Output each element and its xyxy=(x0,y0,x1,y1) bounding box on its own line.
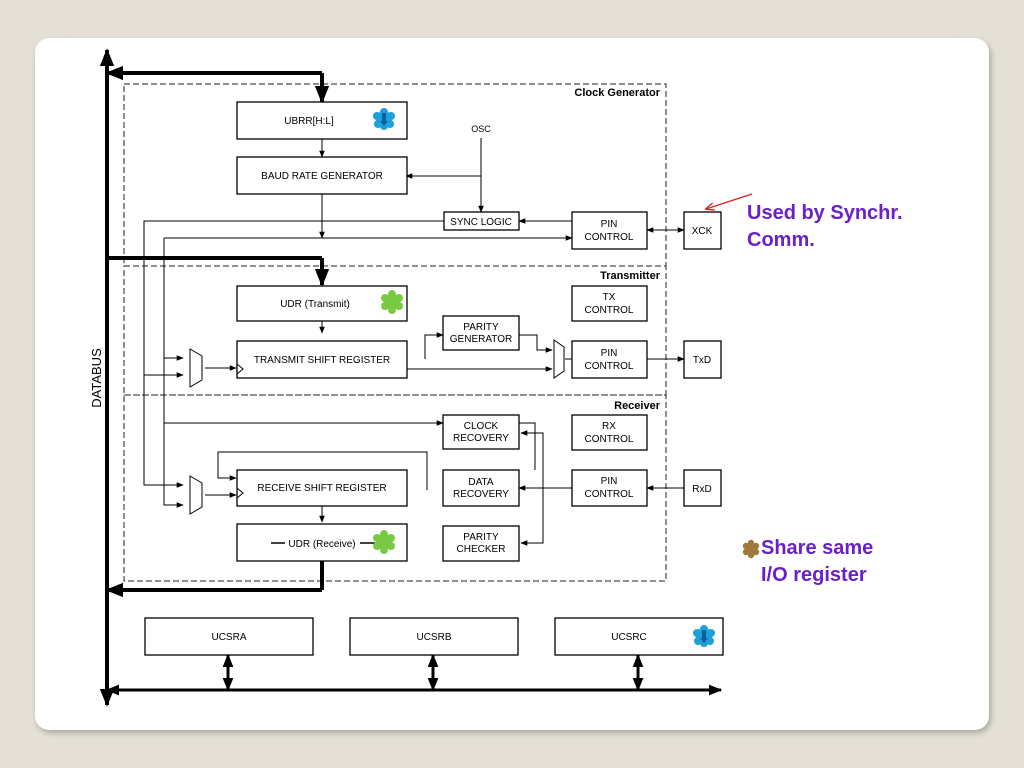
clock-pin-control-label-2: CONTROL xyxy=(585,232,634,243)
rxd-block xyxy=(683,469,722,507)
share-note-line-2: I/O register xyxy=(761,564,867,586)
sync-note-line-2: Comm. xyxy=(747,229,815,251)
databus xyxy=(99,48,723,707)
pin-mux xyxy=(553,339,565,379)
green-marker-icon xyxy=(381,290,403,314)
ucsra-label: UCSRA xyxy=(211,632,246,643)
rx-control-label-1: RX xyxy=(602,421,616,432)
transmit-shift-register-block xyxy=(236,340,408,379)
tx-control-label-2: CONTROL xyxy=(585,305,634,316)
share-register-annotation: Share same I/O register xyxy=(761,535,873,589)
signal-lines xyxy=(143,138,685,546)
udr-transmit-block xyxy=(236,285,408,322)
tsr-clock-notch xyxy=(236,363,244,375)
data-recovery-label-1: DATA xyxy=(468,477,494,488)
tx-pin-control-label-2: CONTROL xyxy=(585,361,634,372)
tx-control-block xyxy=(571,285,648,322)
clock-recovery-block xyxy=(442,414,520,450)
parity-generator-label-2: GENERATOR xyxy=(450,334,512,345)
txd-label: TxD xyxy=(693,355,711,366)
usart-block-diagram: Clock Generator Transmitter Receiver DAT… xyxy=(89,48,760,707)
rsr-clock-notch xyxy=(236,487,244,499)
parity-checker-label-2: CHECKER xyxy=(457,544,506,555)
section-clock-generator: Clock Generator xyxy=(574,87,660,99)
receive-shift-register-block xyxy=(236,469,408,507)
udr-transmit-label: UDR (Transmit) xyxy=(280,299,350,310)
clock-recovery-label-2: RECOVERY xyxy=(453,433,509,444)
data-recovery-block xyxy=(442,469,520,507)
clock-recovery-label-1: CLOCK xyxy=(464,421,499,432)
ucsrb-label: UCSRB xyxy=(416,632,451,643)
tx-pin-control-label-1: PIN xyxy=(601,348,618,359)
section-receiver: Receiver xyxy=(614,400,661,412)
brown-marker-icon xyxy=(742,539,760,559)
txd-block xyxy=(683,340,722,379)
parity-generator-block xyxy=(442,315,520,351)
transmit-shift-register-label: TRANSMIT SHIFT REGISTER xyxy=(254,355,390,366)
sync-logic-label: SYNC LOGIC xyxy=(450,217,512,228)
share-note-line-1: Share same xyxy=(761,537,874,559)
blue-marker-icon xyxy=(693,625,715,647)
rx-mux xyxy=(189,475,203,515)
xck-block xyxy=(683,211,722,250)
xck-label: XCK xyxy=(692,226,713,237)
sync-note-line-1: Used by Synchr. xyxy=(747,202,903,224)
ubrr-label: UBRR[H:L] xyxy=(284,116,334,127)
tx-mux xyxy=(189,348,203,388)
parity-checker-label-1: PARITY xyxy=(463,532,499,543)
data-recovery-label-2: RECOVERY xyxy=(453,489,509,500)
rx-pin-control-block xyxy=(571,469,648,507)
clock-pin-control-block xyxy=(571,211,648,250)
rx-control-label-2: CONTROL xyxy=(585,434,634,445)
sync-logic-block xyxy=(443,211,520,231)
marker-icons xyxy=(373,108,760,647)
ucsrc-label: UCSRC xyxy=(611,632,647,643)
green-marker-icon xyxy=(373,530,395,554)
parity-checker-block xyxy=(442,525,520,562)
rx-pin-control-label-2: CONTROL xyxy=(585,489,634,500)
clock-pin-control-label-1: PIN xyxy=(601,219,618,230)
multiplexers xyxy=(189,339,565,515)
xck-pointer-arrow xyxy=(706,193,753,209)
ucsra-block xyxy=(144,617,314,656)
tx-pin-control-block xyxy=(571,340,648,379)
baud-rate-generator-label: BAUD RATE GENERATOR xyxy=(261,171,383,182)
receive-shift-register-label: RECEIVE SHIFT REGISTER xyxy=(257,483,386,494)
parity-generator-label-1: PARITY xyxy=(463,322,499,333)
blue-marker-icon xyxy=(373,108,395,130)
baud-rate-generator-block xyxy=(236,156,408,195)
osc-label: OSC xyxy=(471,124,491,134)
ucsrb-block xyxy=(349,617,519,656)
slide: Clock Generator Transmitter Receiver DAT… xyxy=(35,38,989,730)
databus-label: DATABUS xyxy=(89,348,104,408)
rx-pin-control-label-1: PIN xyxy=(601,476,618,487)
tx-control-label-1: TX xyxy=(603,292,616,303)
udr-receive-label: UDR (Receive) xyxy=(288,539,355,550)
sync-comm-annotation: Used by Synchr. Comm. xyxy=(747,200,903,254)
section-transmitter: Transmitter xyxy=(600,270,661,282)
rx-control-block xyxy=(571,414,648,451)
ucsrc-block xyxy=(554,617,724,656)
rxd-label: RxD xyxy=(692,484,711,495)
